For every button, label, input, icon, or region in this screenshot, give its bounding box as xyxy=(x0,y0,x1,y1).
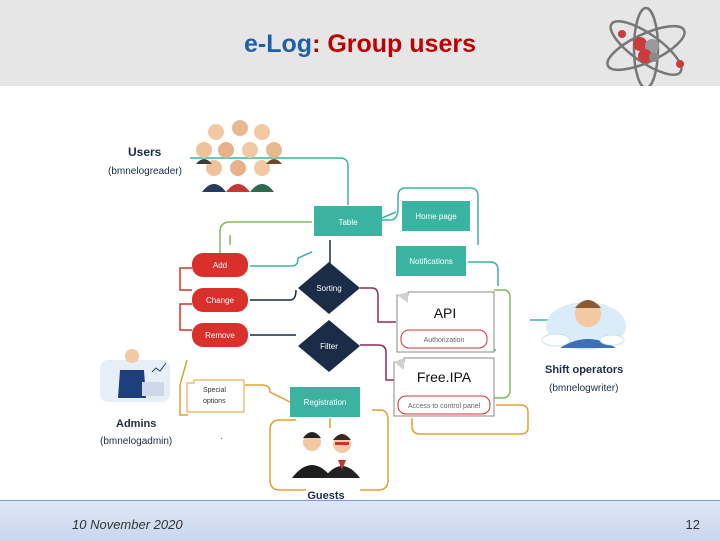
notifications-box xyxy=(396,246,466,276)
special-options-line1: Special xyxy=(203,387,226,394)
slide-header xyxy=(0,0,720,86)
add-pill xyxy=(192,253,248,277)
page-number: 12 xyxy=(685,517,700,532)
remove-pill xyxy=(192,323,248,347)
registration-box xyxy=(290,387,360,417)
guests-icon xyxy=(292,432,360,478)
users-label: Users xyxy=(128,145,162,159)
change-label: Change xyxy=(206,296,235,305)
slide-title: e-Log: Group users xyxy=(0,30,720,59)
footer-date: 10 November 2020 xyxy=(72,517,183,532)
title-elog: e-Log xyxy=(244,30,313,58)
diagram-panel xyxy=(60,86,660,500)
home-page-label: Home page xyxy=(415,212,457,221)
freeipa-document: Free.IPA Access to control panel xyxy=(393,357,495,417)
admins-group: (bmnelogadmin) xyxy=(100,436,172,447)
api-document: API Authorization xyxy=(396,291,495,353)
remove-label: Remove xyxy=(205,331,235,340)
admin-icon xyxy=(100,349,170,402)
sorting-diamond xyxy=(298,262,360,314)
slide-footer xyxy=(0,500,720,541)
special-options-line2: options xyxy=(203,398,226,405)
add-label: Add xyxy=(213,261,227,270)
users-group: (bmnelogreader) xyxy=(108,166,182,177)
stray-dot: · xyxy=(220,433,223,444)
freeipa-label: Free.IPA xyxy=(417,369,472,385)
notifications-label: Notifications xyxy=(409,257,453,266)
access-control-label: Access to control panel xyxy=(408,403,481,410)
users-crowd-icon xyxy=(196,120,282,192)
filter-diamond xyxy=(298,320,360,372)
home-page-box xyxy=(402,201,470,231)
shift-label: Shift operators xyxy=(545,364,623,376)
registration-label: Registration xyxy=(304,398,347,407)
change-pill xyxy=(192,288,248,312)
table-label: Table xyxy=(338,218,358,227)
filter-label: Filter xyxy=(320,342,338,351)
api-label: API xyxy=(434,305,457,321)
guests-label: Guests xyxy=(307,490,344,502)
table-box xyxy=(314,206,382,236)
title-group-users: : Group users xyxy=(312,30,476,58)
special-options-document xyxy=(186,379,245,413)
shift-operator-icon xyxy=(541,300,626,350)
connector-lines xyxy=(179,157,548,491)
sorting-label: Sorting xyxy=(316,284,341,293)
shift-group: (bmnelogwriter) xyxy=(549,383,618,394)
access-control-pill xyxy=(397,395,491,415)
authorization-label: Authorization xyxy=(424,337,465,344)
admins-label: Admins xyxy=(116,418,156,430)
atom-logo-icon xyxy=(606,6,686,90)
authorization-pill xyxy=(400,329,488,349)
